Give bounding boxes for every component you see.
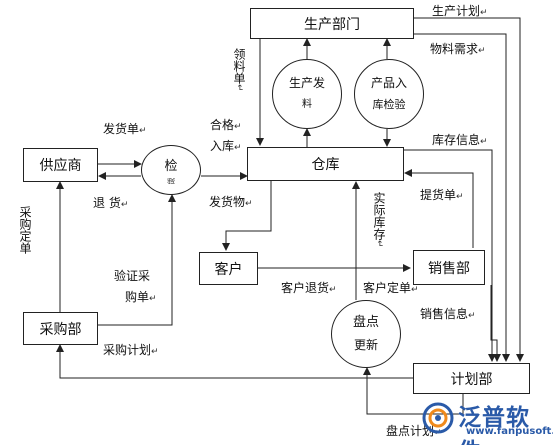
flow-pick-list bbox=[404, 169, 474, 248]
label-actual-stock-text: 实际库存 bbox=[372, 192, 386, 240]
node-sales-dept: 销售部 bbox=[413, 250, 485, 285]
label-return-goods: 退 货↵ bbox=[93, 196, 129, 210]
label-verify-bottom-text: 购单 bbox=[125, 290, 150, 304]
flow-sales-info bbox=[490, 285, 501, 362]
label-qualified: 合格↵ bbox=[210, 118, 242, 132]
node-customer: 客户 bbox=[199, 252, 258, 285]
node-planning-dept: 计划部 bbox=[413, 363, 530, 394]
flow-inventory-info bbox=[403, 149, 496, 362]
node-production-dept: 生产部门 bbox=[250, 8, 414, 39]
label-production-plan: 生产计划↵ bbox=[432, 4, 488, 18]
flow-shipped-goods bbox=[222, 180, 272, 251]
label-customer-return-text: 客户退货 bbox=[281, 281, 330, 295]
node-inspect-label-bottom: 验 bbox=[167, 178, 175, 184]
label-stocktake-plan-text: 盘点计划 bbox=[386, 424, 435, 438]
node-product-in-label-top: 产品入 bbox=[370, 76, 407, 90]
node-planning-dept-label: 计划部 bbox=[450, 371, 493, 388]
node-product-in: 产品入 库检验 bbox=[354, 59, 424, 129]
label-actual-stock: 实际库存↵ bbox=[372, 192, 386, 248]
label-delivery-note: 发货单↵ bbox=[103, 122, 147, 136]
node-purchasing-dept: 采购部 bbox=[23, 312, 98, 345]
flow-stocktake-plan bbox=[363, 367, 464, 415]
node-inspect-label-top: 检 bbox=[164, 159, 178, 174]
node-prod-issue-label-top: 生产发 bbox=[288, 76, 325, 90]
label-verify-bottom: 购单↵ bbox=[125, 290, 157, 304]
label-customer-order-text: 客户定单 bbox=[363, 281, 412, 295]
node-supplier: 供应商 bbox=[23, 148, 98, 182]
node-customer-label: 客户 bbox=[214, 261, 243, 278]
node-purchasing-dept-label: 采购部 bbox=[39, 321, 82, 338]
node-sales-dept-label: 销售部 bbox=[428, 260, 470, 277]
flow-purchase-plan bbox=[56, 344, 413, 379]
node-inspect: 检 验 bbox=[141, 145, 201, 195]
label-requisition-text: 领料单 bbox=[232, 48, 246, 84]
label-into-warehouse-text: 入库 bbox=[210, 139, 235, 153]
flow-production-plan bbox=[413, 17, 524, 362]
label-delivery-note-text: 发货单 bbox=[103, 122, 140, 136]
label-shipped-goods: 发货物↵ bbox=[209, 195, 253, 209]
node-product-in-label-bottom: 库检验 bbox=[372, 98, 406, 111]
label-purchase-plan: 采购计划↵ bbox=[103, 343, 159, 357]
label-pick-list-text: 提货单 bbox=[420, 188, 457, 202]
node-stocktake-label-top: 盘点 bbox=[352, 315, 379, 330]
label-requisition: 领料单↵ bbox=[232, 48, 246, 92]
node-stocktake-label-bottom: 更新 bbox=[353, 338, 378, 352]
logo-name: 泛普软件 bbox=[458, 405, 530, 445]
label-verify-top: 验证采 bbox=[114, 269, 150, 284]
label-purchase-order-text-a: 采购 bbox=[18, 206, 32, 230]
label-verify-top-text: 验证采 bbox=[114, 269, 151, 283]
label-customer-return: 客户退货↵ bbox=[281, 281, 337, 295]
label-sales-info: 销售信息↵ bbox=[420, 307, 476, 321]
label-into-warehouse: 入库↵ bbox=[210, 139, 242, 153]
label-purchase-plan-text: 采购计划 bbox=[103, 343, 152, 357]
label-material-demand: 物料需求↵ bbox=[430, 42, 486, 56]
node-supplier-label: 供应商 bbox=[39, 158, 82, 174]
label-qualified-text: 合格 bbox=[210, 118, 235, 132]
label-inventory-info-text: 库存信息 bbox=[432, 133, 481, 147]
label-purchase-order: 采购 定单 bbox=[18, 206, 32, 254]
node-stocktake: 盘点 更新 bbox=[331, 300, 401, 368]
label-inventory-info: 库存信息↵ bbox=[432, 133, 488, 147]
label-customer-order: 客户定单↵ bbox=[363, 281, 419, 295]
label-material-demand-text: 物料需求 bbox=[430, 42, 479, 56]
logo-mark-icon bbox=[422, 402, 454, 434]
logo-url: www.fanpusoft.com bbox=[466, 426, 553, 437]
label-purchase-order-text-b: 定单 bbox=[18, 230, 32, 254]
label-sales-info-text: 销售信息 bbox=[420, 307, 469, 321]
label-production-plan-text: 生产计划 bbox=[432, 4, 481, 18]
flow-verify-purchase bbox=[97, 194, 176, 326]
watermark-logo: 泛普软件 www.fanpusoft.com bbox=[415, 398, 553, 445]
node-prod-issue-label-bottom: 料 bbox=[302, 99, 312, 110]
node-warehouse-label: 仓库 bbox=[311, 157, 340, 173]
node-warehouse: 仓库 bbox=[247, 147, 404, 181]
label-shipped-goods-text: 发货物 bbox=[209, 195, 246, 209]
label-return-goods-text: 退 货 bbox=[93, 196, 121, 210]
flow-material-demand bbox=[413, 33, 510, 362]
node-production-dept-label: 生产部门 bbox=[304, 16, 360, 33]
label-pick-list: 提货单↵ bbox=[420, 188, 464, 202]
node-prod-issue: 生产发 料 bbox=[272, 59, 342, 129]
